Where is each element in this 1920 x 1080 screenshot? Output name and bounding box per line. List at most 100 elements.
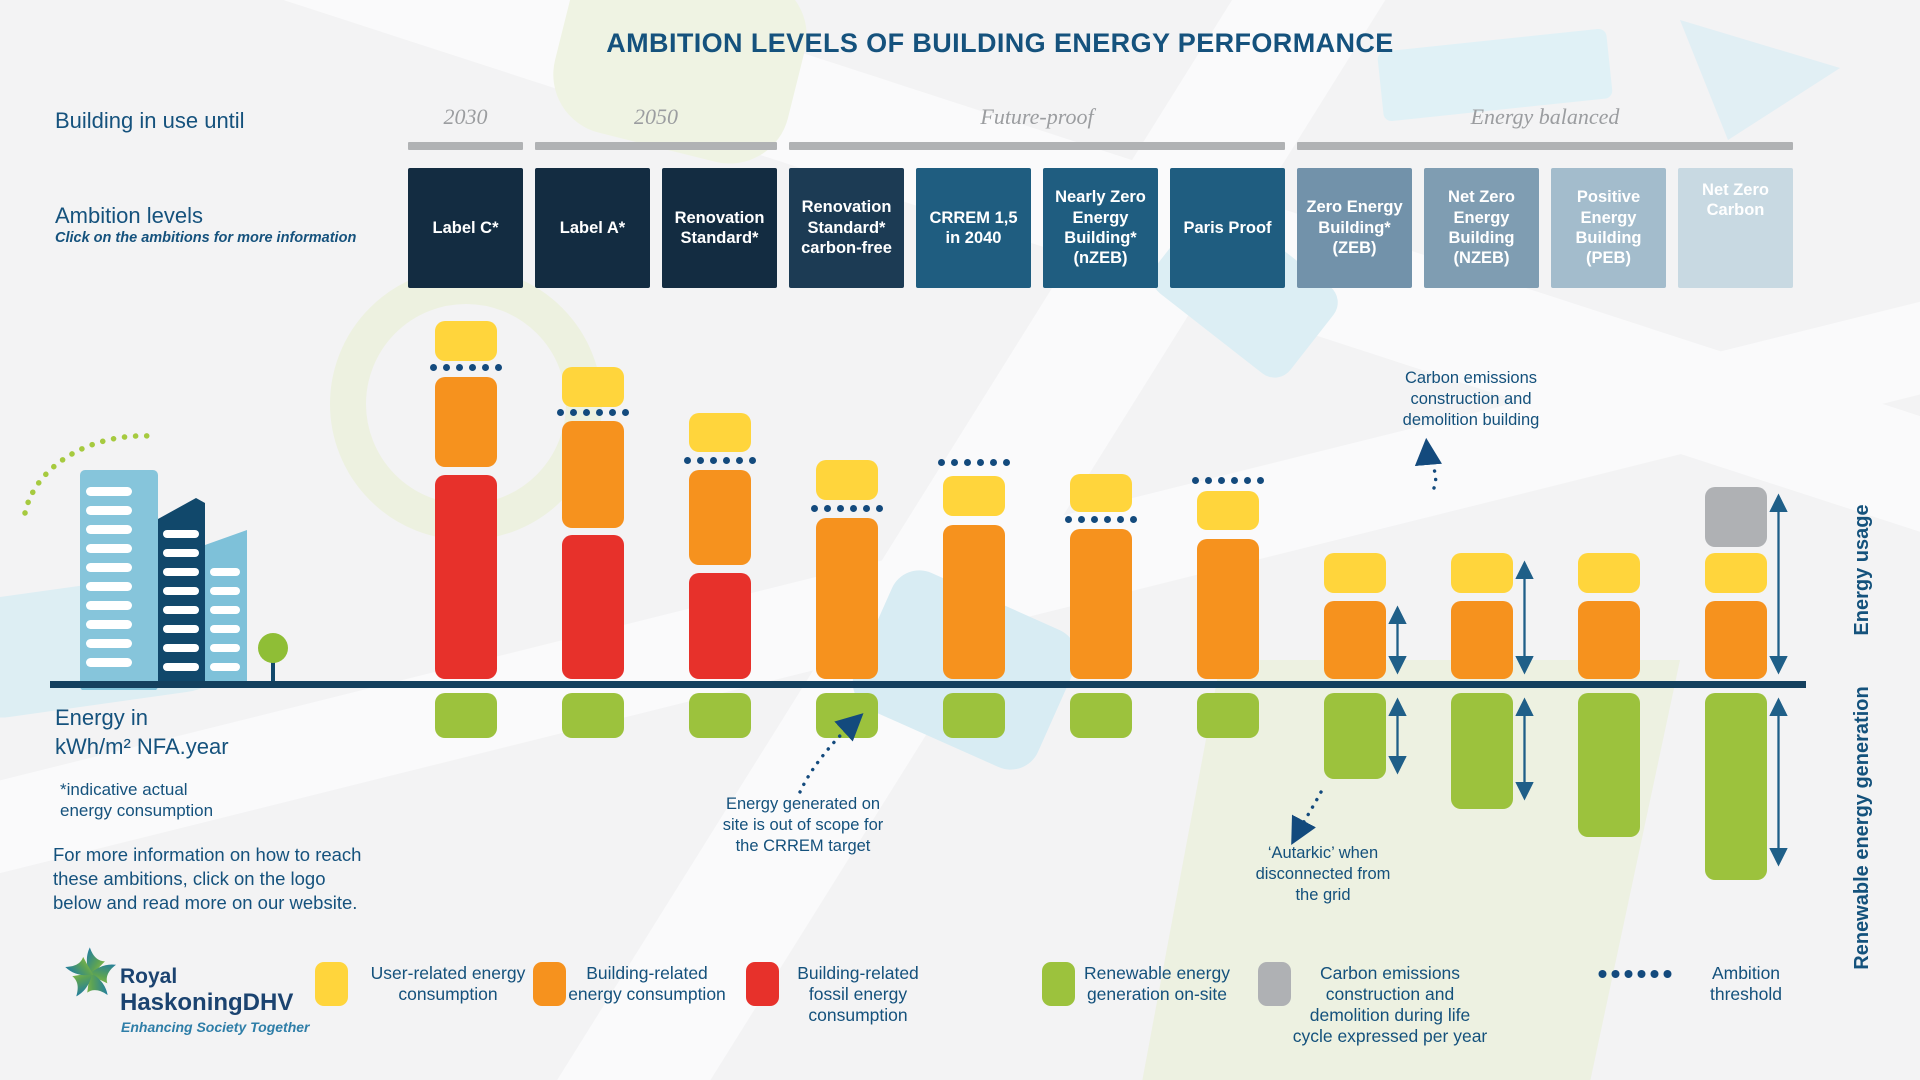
tower-windows [86,487,132,667]
bar-segment-yellow [942,476,1005,516]
logo-word-royal[interactable]: Royal [120,965,178,988]
bar-segment-orange [1450,601,1513,679]
annotation-crrem-scope: Energy generated on site is out of scope… [722,795,884,856]
bar-segment-yellow [688,413,751,452]
legend-threshold-dots [1598,970,1672,978]
renewable-generation-bar [1196,693,1259,738]
ambition-threshold-dots [1191,477,1264,484]
legend-label: User-related energy consumption [370,963,526,1004]
bar-segment-yellow [1069,474,1132,512]
bar-segment-yellow [1450,553,1513,593]
annotation-carbon-emissions: Carbon emissions construction and demoli… [1402,369,1540,430]
logo-tagline: Enhancing Society Together [121,1019,310,1035]
bar-segment-red [561,535,624,679]
renewable-generation-bar [942,693,1005,738]
time-group-label: Future-proof [980,104,1094,129]
column-header[interactable]: Label A* [535,168,650,288]
bar-segment-orange [1323,601,1386,679]
ambition-threshold-dots [1064,516,1137,523]
column-header[interactable]: Positive Energy Building (PEB) [1551,168,1666,288]
renewable-generation-bar [1577,693,1640,837]
column-header[interactable]: Net Zero Carbon [1678,168,1793,288]
bar-segment-yellow [434,321,497,361]
annotation-autarkic: ‘Autarkic’ when disconnected from the gr… [1255,844,1391,905]
logo-word-haskoningdhv[interactable]: HaskoningDHV [120,989,294,1016]
bar-segment-yellow [1704,553,1767,593]
bar-segment-orange [815,518,878,679]
time-group-label: 2050 [634,104,678,129]
bar-segment-orange [1196,539,1259,679]
building-illustration [22,433,288,690]
bar-segment-orange [688,470,751,565]
ambition-threshold-dots [429,364,502,371]
ambition-levels-label: Ambition levels [55,203,203,228]
legend-swatch-orange [533,962,566,1006]
right-tower [205,530,247,681]
building-in-use-label: Building in use until [55,108,245,133]
bar-segment-orange [561,421,624,528]
tree-crown [258,633,288,663]
bar-segment-orange [1069,529,1132,679]
time-group-bar [789,142,1285,150]
column-header[interactable]: Nearly Zero Energy Building* (nZEB) [1043,168,1158,288]
legend-swatch-red [746,962,779,1006]
bar-segment-gray [1704,487,1767,547]
page-title: AMBITION LEVELS OF BUILDING ENERGY PERFO… [606,28,1394,58]
column-header[interactable]: Net Zero Energy Building (NZEB) [1424,168,1539,288]
logo-star-icon [65,947,117,997]
indicative-footnote: *indicative actual energy consumption [60,780,214,821]
bar-segment-orange [942,525,1005,679]
renewable-generation-axis-label: Renewable energy generation [1851,686,1873,970]
legend-label: Building-related fossil energy consumpti… [797,963,919,1025]
time-group-bar [1297,142,1793,150]
legend-label: Ambition threshold [1710,963,1782,1004]
bar-segment-orange [1577,601,1640,679]
tower-windows [163,530,199,671]
tree-trunk [271,652,275,682]
renewable-generation-bar [1069,693,1132,738]
column-header[interactable]: Label C* [408,168,523,288]
legend-swatch-gray [1258,962,1291,1006]
green-dotted-arc [22,433,153,516]
bar-segment-yellow [1577,553,1640,593]
time-group-bar [408,142,523,150]
column-header[interactable]: Zero Energy Building* (ZEB) [1297,168,1412,288]
tower-windows [210,568,240,671]
column-header[interactable]: CRREM 1,5 in 2040 [916,168,1031,288]
renewable-generation-bar [434,693,497,738]
zero-baseline [50,681,1806,688]
bar-segment-yellow [1196,491,1259,530]
bar-segment-red [434,475,497,679]
time-group-label: 2030 [443,104,488,129]
bar-segment-red [688,573,751,679]
legend-label: Renewable energy generation on-site [1084,963,1230,1004]
bar-segment-yellow [1323,553,1386,593]
ambition-threshold-dots [683,457,756,464]
time-group-label: Energy balanced [1470,104,1620,129]
legend-label: Carbon emissions construction and demoli… [1292,963,1488,1046]
bar-segment-yellow [815,460,878,500]
ambition-levels-subtitle: Click on the ambitions for more informat… [55,230,357,246]
column-header[interactable]: Renovation Standard* carbon-free [789,168,904,288]
bar-segment-orange [434,377,497,467]
bar-segment-yellow [561,367,624,407]
renewable-generation-bar [1704,693,1767,880]
legend-swatch-yellow [315,962,348,1006]
legend-swatch-green [1042,962,1075,1006]
column-header[interactable]: Renovation Standard* [662,168,777,288]
renewable-generation-bar [815,693,878,738]
column-header[interactable]: Paris Proof [1170,168,1285,288]
ambition-threshold-dots [556,409,629,416]
ambition-threshold-dots [810,505,883,512]
time-group-bar [535,142,777,150]
royal-haskoningdhv-logo[interactable] [62,944,120,1010]
renewable-generation-bar [561,693,624,738]
renewable-generation-bar [688,693,751,738]
more-info-text: For more information on how to reach the… [53,844,362,914]
bar-segment-orange [1704,601,1767,679]
legend-label: Building-related energy consumption [568,963,726,1004]
energy-axis-label: Energy in kWh/m² NFA.year [55,705,229,759]
ambition-threshold-dots [937,459,1010,466]
